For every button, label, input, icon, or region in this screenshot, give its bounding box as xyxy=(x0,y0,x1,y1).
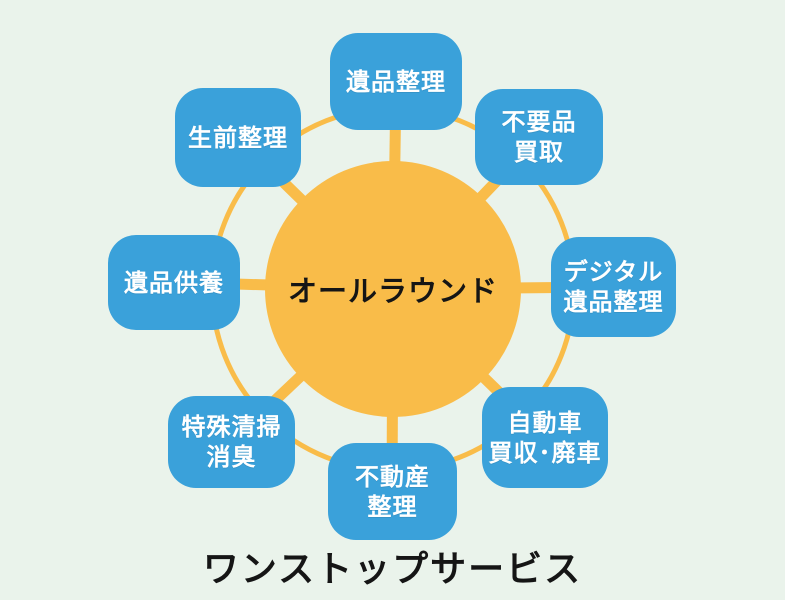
node-fudousan-seiri: 不動産 整理 xyxy=(328,443,457,540)
diagram-title: ワンストップサービス xyxy=(202,549,583,590)
node-label: デジタル 遺品整理 xyxy=(563,258,664,316)
node-ihin-seiri: 遺品整理 xyxy=(330,33,462,130)
node-car-buyback: 自動車 買収･廃車 xyxy=(482,387,608,488)
node-label: 遺品供養 xyxy=(124,268,224,297)
node-label: 特殊清掃 消臭 xyxy=(181,413,282,471)
node-seizen-seiri: 生前整理 xyxy=(175,88,301,187)
node-label: 自動車 買収･廃車 xyxy=(488,408,602,467)
node-label: 不要品 買取 xyxy=(501,108,577,166)
node-digital-ihin-seiri: デジタル 遺品整理 xyxy=(551,237,676,337)
center-label: オールラウンド xyxy=(287,274,498,308)
node-tokushu-seisou: 特殊清掃 消臭 xyxy=(168,396,295,488)
node-ihin-kuyou: 遺品供養 xyxy=(108,235,240,330)
node-label: 遺品整理 xyxy=(346,67,446,96)
node-fuyouhin-kaitori: 不要品 買取 xyxy=(475,89,603,185)
center-circle: オールラウンド xyxy=(265,161,521,417)
node-label: 生前整理 xyxy=(188,123,288,152)
node-label: 不動産 整理 xyxy=(355,462,430,521)
